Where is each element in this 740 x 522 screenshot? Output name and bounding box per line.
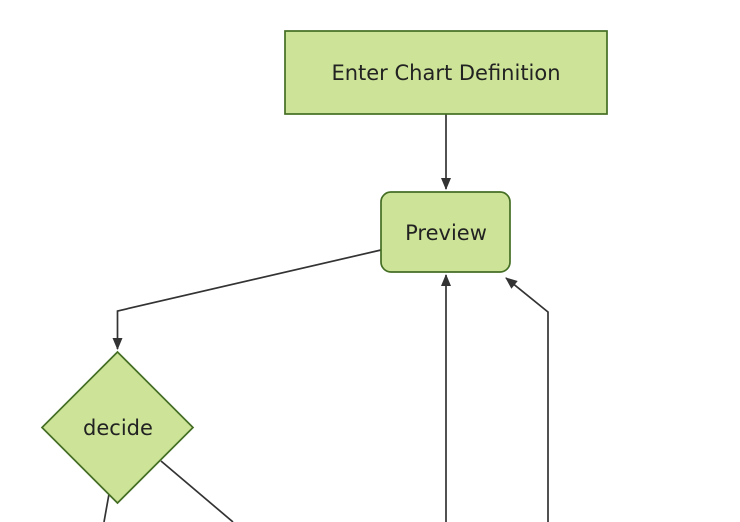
edge-offscreen-bottom-right-to-preview — [505, 277, 549, 522]
preview-label: Preview — [405, 221, 487, 245]
preview-rect — [380, 191, 511, 273]
edge-decide-to-offscreen-bottom-left — [103, 493, 110, 522]
node-preview: Preview — [380, 191, 511, 273]
edge-layer — [103, 114, 549, 522]
enter-chart-definition-label: Enter Chart Definition — [331, 61, 560, 85]
enter-chart-definition-rect — [284, 30, 608, 115]
decide-label: decide — [83, 416, 153, 440]
edge-decide-to-offscreen-bottom-right — [160, 460, 234, 522]
edge-preview-to-decide — [112, 249, 382, 350]
decide-diamond — [40, 350, 195, 505]
node-enter-chart-definition: Enter Chart Definition — [284, 30, 608, 115]
node-decide: decide — [40, 350, 195, 505]
